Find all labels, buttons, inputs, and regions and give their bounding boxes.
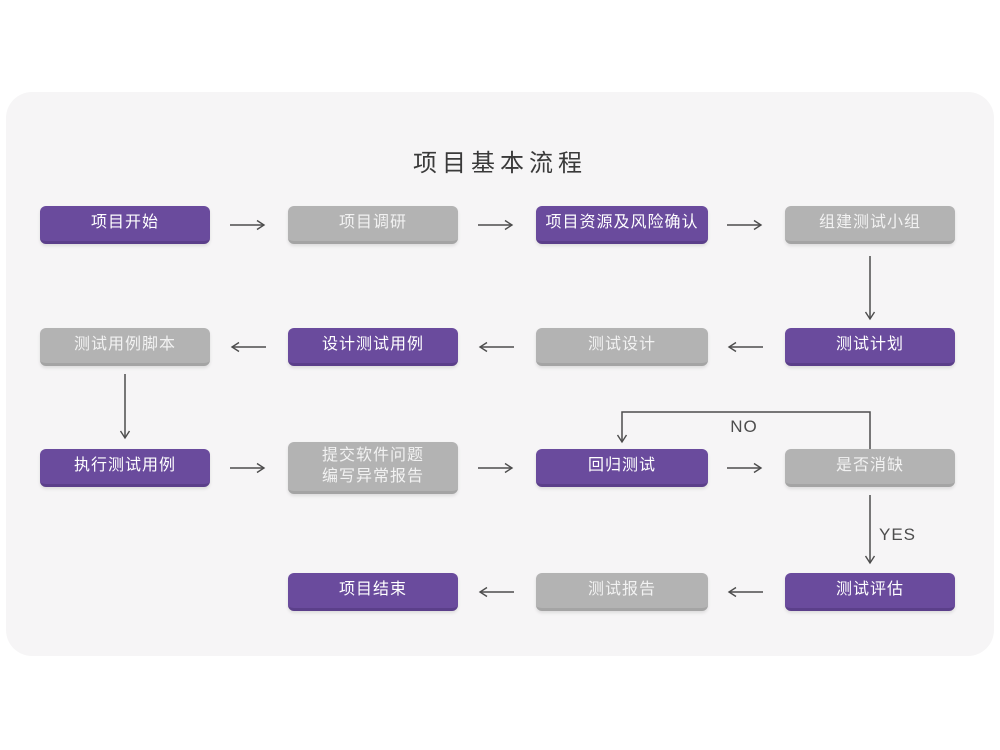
node-project-end: 项目结束 [288,573,458,611]
node-risk-confirm: 项目资源及风险确认 [536,206,708,244]
node-test-plan: 测试计划 [785,328,955,366]
node-design-case: 设计测试用例 [288,328,458,366]
flowchart-card [6,92,994,656]
node-execute-case: 执行测试用例 [40,449,210,487]
node-build-team: 组建测试小组 [785,206,955,244]
node-regression-test: 回归测试 [536,449,708,487]
node-test-design: 测试设计 [536,328,708,366]
node-project-research: 项目调研 [288,206,458,244]
node-test-report: 测试报告 [536,573,708,611]
node-project-start: 项目开始 [40,206,210,244]
node-defect-cleared: 是否消缺 [785,449,955,487]
node-submit-issue: 提交软件问题 编写异常报告 [288,442,458,494]
node-test-evaluate: 测试评估 [785,573,955,611]
diagram-title: 项目基本流程 [413,150,587,177]
node-case-script: 测试用例脚本 [40,328,210,366]
